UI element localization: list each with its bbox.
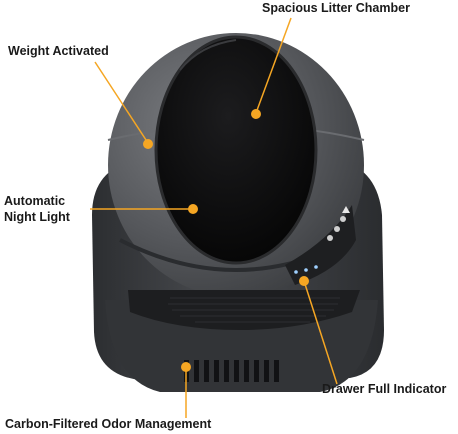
weight-leader (94, 61, 149, 144)
drawer-leader (303, 280, 338, 385)
night-dot (188, 204, 198, 214)
callout-weight-activated: Weight Activated (8, 44, 109, 58)
control-panel (285, 205, 356, 285)
carbon-dot (181, 362, 191, 372)
chamber-dot (251, 109, 261, 119)
callout-automatic-night-light: Automatic Night Light (4, 193, 70, 225)
drawer-dot (299, 276, 309, 286)
callout-night-line2: Night Light (4, 210, 70, 224)
chamber-leader (255, 17, 292, 114)
callout-carbon-filtered-odor-management: Carbon-Filtered Odor Management (5, 417, 212, 431)
callout-drawer-full-indicator: Drawer Full Indicator (322, 382, 447, 396)
weight-dot (143, 139, 153, 149)
callout-night-line1: Automatic (4, 194, 66, 208)
callout-spacious-litter-chamber: Spacious Litter Chamber (262, 1, 410, 15)
